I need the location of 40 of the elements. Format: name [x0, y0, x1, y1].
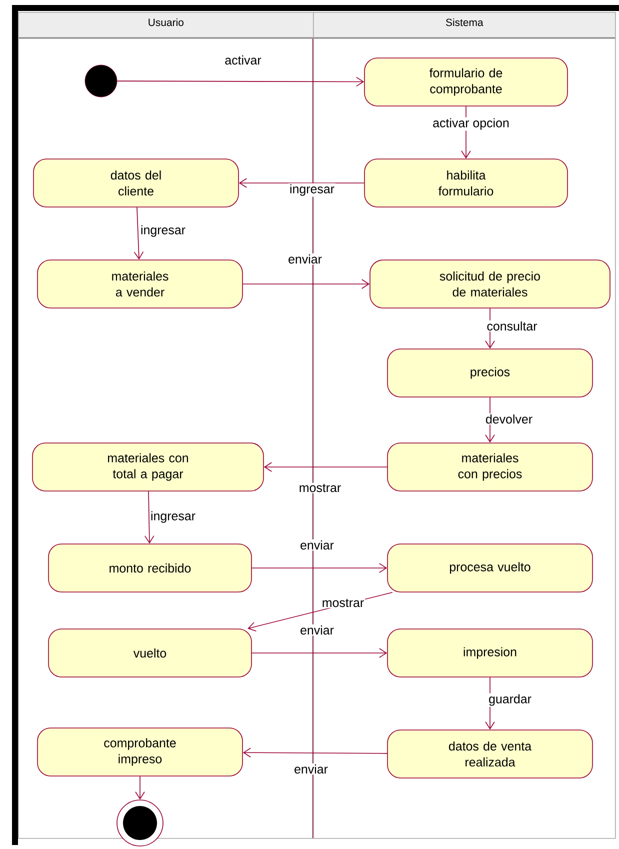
- edge-label: ingresar: [140, 224, 186, 238]
- arrow: [252, 648, 388, 658]
- edge-label: mostrar: [298, 482, 342, 494]
- activity-box: habilita formulario: [364, 158, 568, 208]
- activity-box: materiales a vender: [37, 260, 243, 308]
- edge-label: consultar: [486, 320, 538, 332]
- arrow: [116, 76, 364, 87]
- arrow: [252, 563, 388, 573]
- edge-label: activar opcion: [432, 117, 510, 131]
- activity-box: vuelto: [48, 628, 252, 678]
- activity-box: materiales con precios: [387, 442, 593, 492]
- edge-label: enviar: [287, 253, 323, 265]
- start-node: [84, 64, 118, 98]
- arrow: [238, 178, 364, 188]
- end-node: [116, 800, 164, 846]
- arrow: [242, 279, 370, 289]
- activity-box: datos del cliente: [33, 158, 239, 208]
- edge-label: enviar: [299, 539, 335, 551]
- activity-box: datos de venta realizada: [387, 730, 593, 778]
- arrow: [134, 207, 144, 260]
- arrow: [144, 491, 154, 544]
- edge-label: guardar: [488, 693, 532, 707]
- arrow: [264, 462, 388, 472]
- activity-box: monto recibido: [48, 544, 252, 592]
- activity-box: impresion: [387, 628, 593, 678]
- activity-box: materiales con total a pagar: [32, 442, 264, 492]
- edge-label: enviar: [299, 624, 335, 636]
- activity-box: solicitud de precio de materiales: [370, 260, 610, 308]
- activity-box: comprobante impreso: [37, 728, 243, 776]
- activity-box: formulario de comprobante: [364, 58, 568, 106]
- edge-label: mostrar: [320, 598, 366, 608]
- edge-label: ingresar: [150, 510, 196, 524]
- arrow: [242, 748, 388, 758]
- activity-box: precios: [387, 348, 593, 398]
- activity-box: procesa vuelto: [387, 544, 593, 592]
- edge-label: devolver: [484, 413, 534, 425]
- arrow: [135, 776, 145, 800]
- edge-label: enviar: [293, 763, 329, 775]
- edge-label: ingresar: [288, 183, 336, 197]
- edge-label: activar: [224, 54, 262, 66]
